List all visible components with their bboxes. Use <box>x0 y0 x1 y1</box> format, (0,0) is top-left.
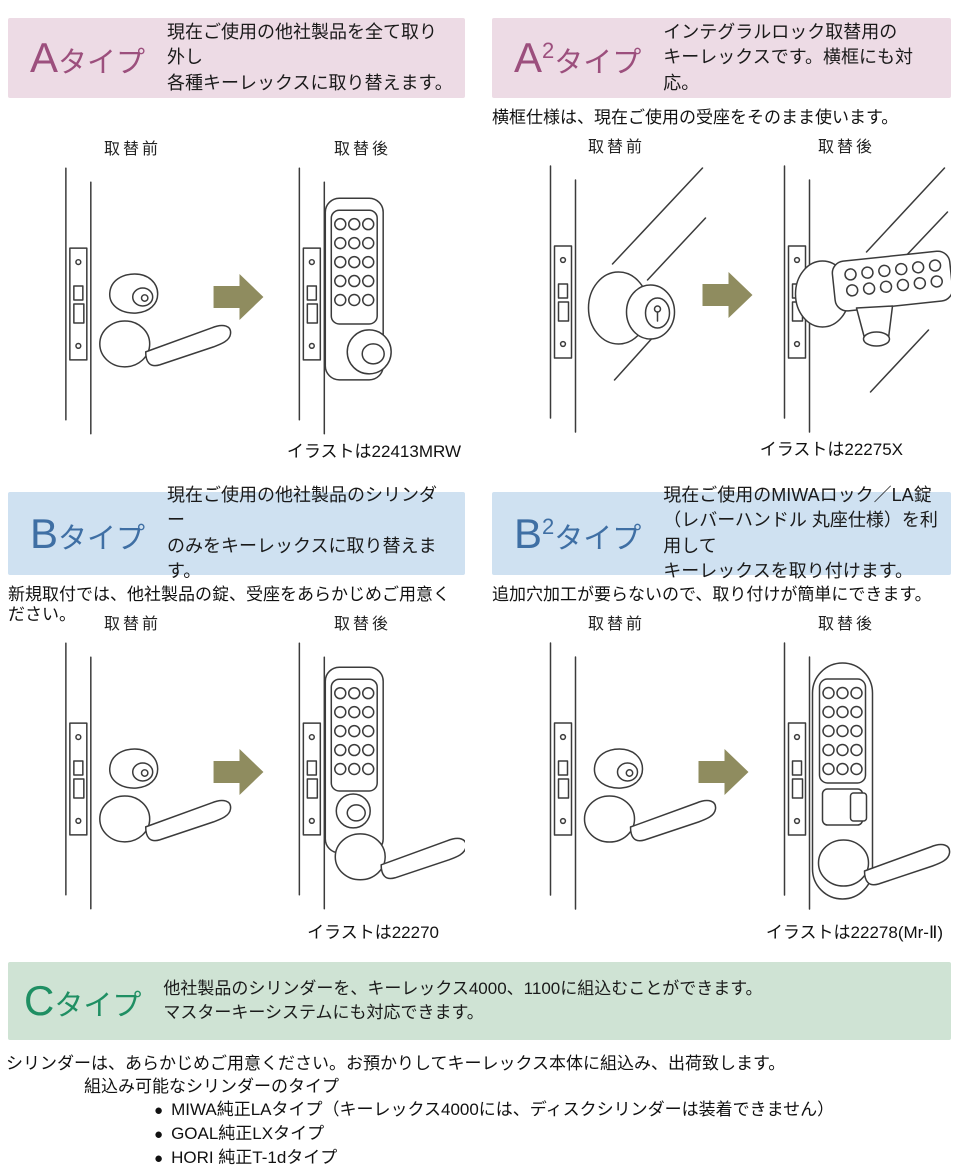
replace-arrow-icon <box>213 749 264 795</box>
bullet-icon: ● <box>154 1150 164 1167</box>
a-before-label: 取替前 <box>104 141 162 158</box>
b-note: 新規取付では、他社製品の錠、受座をあらかじめご用意ください。 <box>8 585 450 624</box>
a-illustration: 取替前 取替後 イラストは22413MRW <box>8 140 465 462</box>
b2-after-label: 取替後 <box>818 616 876 633</box>
list-item: ● MIWA純正LAタイプ（キーレックス4000には、ディスクシリンダーは装着で… <box>154 1098 962 1122</box>
a-before-after-drawing <box>65 167 392 435</box>
a2-type-title: A 2 タイプ <box>514 37 641 79</box>
b2-type-title: B 2 タイプ <box>514 509 642 557</box>
b2-type-sup: 2 <box>542 513 555 539</box>
b2-type-header: B 2 タイプ 現在ご使用のMIWAロック／LA錠 （レバーハンドル 丸座仕様）… <box>492 485 951 581</box>
b2-type-letter: B <box>514 509 543 557</box>
b2-type-description: 現在ご使用のMIWAロック／LA錠 （レバーハンドル 丸座仕様）を利用して キー… <box>663 485 938 581</box>
b-illustration: 取替前 取替後 イラストは22270 <box>8 615 465 943</box>
b2-illustration: 取替前 取替後 イラストは22278(Mr-Ⅱ) <box>492 615 951 943</box>
a2-type-header: A 2 タイプ インテグラルロック取替用の キーレックスです。横框にも対応。 <box>492 18 951 98</box>
replace-arrow-icon <box>698 749 749 795</box>
b-type-title: B タイプ <box>30 509 146 557</box>
c-body-line1: シリンダーは、あらかじめご用意ください。お預かりしてキーレックス本体に組込み、出… <box>6 1054 786 1073</box>
b-before-label: 取替前 <box>104 616 162 633</box>
section-b-type: B タイプ 現在ご使用の他社製品のシリンダー のみをキーレックスに取り替えます。… <box>8 485 465 943</box>
a2-type-sup: 2 <box>542 38 555 63</box>
bullet-icon: ● <box>154 1126 164 1143</box>
b-after-label: 取替後 <box>334 616 392 633</box>
bullet-icon: ● <box>154 1102 164 1119</box>
section-b2-type: B 2 タイプ 現在ご使用のMIWAロック／LA錠 （レバーハンドル 丸座仕様）… <box>492 485 951 943</box>
a-after-label: 取替後 <box>334 141 392 158</box>
a2-caption: イラストは22275X <box>759 440 903 459</box>
a2-illustration: 取替前 取替後 イラストは22275X <box>492 138 951 460</box>
a2-note: 横框仕様は、現在ご使用の受座をそのまま使います。 <box>492 108 899 127</box>
section-a-type: A タイプ 現在ご使用の他社製品を全て取り外し 各種キーレックスに取り替えます。… <box>8 18 465 462</box>
a-type-description: 現在ご使用の他社製品を全て取り外し 各種キーレックスに取り替えます。 <box>167 22 453 93</box>
a2-type-description: インテグラルロック取替用の キーレックスです。横框にも対応。 <box>663 22 913 93</box>
b2-note: 追加穴加工が要らないので、取り付けが簡単にできます。 <box>492 585 932 604</box>
section-a2-type: A 2 タイプ インテグラルロック取替用の キーレックスです。横框にも対応。 横… <box>492 18 951 460</box>
keypad-lock-drawing <box>324 666 465 881</box>
a-type-letter: A <box>30 34 59 81</box>
replace-arrow-icon <box>213 274 264 320</box>
keypad-lock-drawing <box>324 197 392 381</box>
replace-arrow-icon <box>702 272 753 318</box>
b-type-kana: タイプ <box>58 522 146 555</box>
b2-type-kana: タイプ <box>554 522 642 555</box>
list-item: ● GOAL純正LXタイプ <box>154 1122 962 1146</box>
section-c-type: C タイプ 他社製品のシリンダーを、キーレックス4000、1100に組込むことが… <box>0 962 962 1170</box>
keypad-lock-drawing <box>811 662 951 900</box>
list-item: ● HORI 純正T-1dタイプ <box>154 1146 962 1170</box>
b-type-letter: B <box>30 509 59 557</box>
c-type-header: C タイプ 他社製品のシリンダーを、キーレックス4000、1100に組込むことが… <box>8 962 951 1040</box>
c-cylinder-list: ● MIWA純正LAタイプ（キーレックス4000には、ディスクシリンダーは装着で… <box>6 1098 962 1170</box>
list-item-label: GOAL純正LXタイプ <box>171 1124 325 1143</box>
a-type-title: A タイプ <box>30 37 145 79</box>
c-body-line2: 組込み可能なシリンダーのタイプ <box>84 1077 339 1096</box>
c-type-letter: C <box>24 977 55 1024</box>
b-caption: イラストは22270 <box>307 923 439 942</box>
a2-type-kana: タイプ <box>554 47 642 79</box>
b-type-description: 現在ご使用の他社製品のシリンダー のみをキーレックスに取り替えます。 <box>167 485 438 581</box>
a-caption: イラストは22413MRW <box>286 442 461 461</box>
b2-caption: イラストは22278(Mr-Ⅱ) <box>765 923 943 942</box>
a-type-kana: タイプ <box>58 47 146 79</box>
c-type-kana: タイプ <box>54 990 142 1022</box>
list-item-label: HORI 純正T-1dタイプ <box>171 1148 338 1167</box>
b2-before-label: 取替前 <box>588 616 646 633</box>
a2-before-label: 取替前 <box>588 139 646 156</box>
a2-after-label: 取替後 <box>818 139 876 156</box>
c-body: シリンダーは、あらかじめご用意ください。お預かりしてキーレックス本体に組込み、出… <box>6 1052 962 1170</box>
b2-before-after-drawing <box>549 642 951 910</box>
horizontal-keypad-lock-drawing <box>794 250 951 347</box>
b-type-header: B タイプ 現在ご使用の他社製品のシリンダー のみをキーレックスに取り替えます。 <box>8 485 465 581</box>
b-before-after-drawing <box>65 642 465 910</box>
a2-before-after-drawing <box>549 165 951 433</box>
a2-type-letter: A <box>514 34 543 81</box>
c-type-description: 他社製品のシリンダーを、キーレックス4000、1100に組込むことができます。 … <box>163 979 763 1022</box>
a-type-header: A タイプ 現在ご使用の他社製品を全て取り外し 各種キーレックスに取り替えます。 <box>8 18 465 98</box>
list-item-label: MIWA純正LAタイプ（キーレックス4000には、ディスクシリンダーは装着できま… <box>171 1100 835 1119</box>
c-type-title: C タイプ <box>24 980 141 1022</box>
